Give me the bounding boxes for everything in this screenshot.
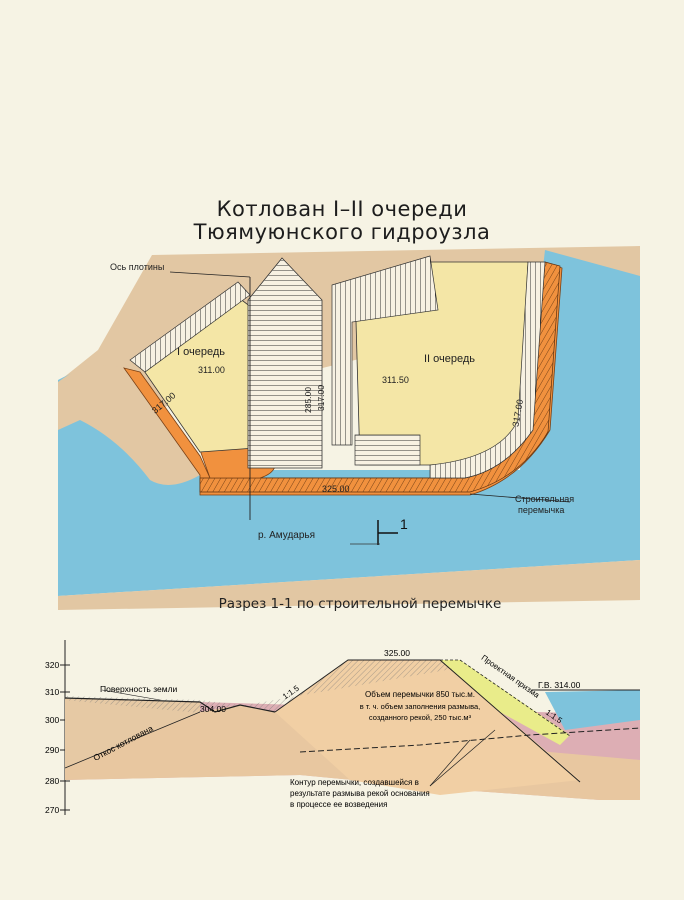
water-level-label: Г.В. 314.00 — [538, 680, 581, 690]
section-title: Разрез 1-1 по строительной перемычке — [218, 596, 502, 612]
contour-leader-1 — [429, 739, 471, 787]
ground-leader — [101, 689, 161, 701]
central-strip — [247, 257, 323, 469]
section-contour-dashed — [299, 727, 641, 753]
cofferdam-label-line1: Строительная — [515, 494, 575, 504]
section-prism-outline — [440, 659, 571, 737]
plan-river — [58, 250, 640, 596]
y-tick-300: 300 — [45, 715, 60, 725]
dam-axis-label: Ось плотины — [110, 262, 165, 272]
dam-axis-leader — [169, 271, 251, 278]
river-label: р. Амударья — [258, 530, 316, 541]
inner-berm — [354, 434, 421, 466]
y-tick-320: 320 — [45, 660, 60, 670]
contour-line-3: в процессе ее возведения — [290, 800, 388, 809]
contour-line-1: Контур перемычки, создавшейся в — [290, 778, 419, 787]
y-tick-270: 270 — [45, 805, 60, 815]
mark-311-50: 311.50 — [382, 375, 409, 385]
plan-left-bank — [58, 365, 200, 485]
y-tick-290: 290 — [45, 745, 60, 755]
cofferdam-label-line2: перемычка — [518, 505, 565, 515]
section-water — [545, 690, 640, 730]
volume-line-2: в т. ч. объем заполнения размыва, — [359, 702, 481, 711]
ground-surface-label: Поверхность земли — [100, 684, 178, 694]
section-ground-profile — [64, 697, 276, 713]
mark-311-00: 311.00 — [198, 365, 225, 375]
plan-river-bank — [58, 560, 640, 610]
contour-leader-2 — [429, 729, 496, 787]
contour-line-2: результате размыва рекой основания — [290, 789, 430, 798]
section-marker: 1 — [400, 516, 408, 532]
section-pit-line — [64, 711, 201, 769]
section-soil-left — [65, 698, 200, 768]
volume-line-1: Объем перемычки 850 тыс.м. — [365, 690, 475, 699]
cofferdam-leader — [469, 493, 571, 503]
diagram-subtitle: Тюямуюнского гидроузла — [193, 220, 491, 244]
mark-top-325: 325.00 — [384, 648, 410, 658]
section-cofferdam-body — [275, 660, 580, 795]
section-ground-hatch — [65, 660, 452, 713]
y-tick-280: 280 — [45, 776, 60, 786]
section-design-prism — [440, 660, 570, 745]
stage2-label: II очередь — [424, 353, 476, 365]
slope-stage2-curve — [429, 261, 546, 479]
stage1-label: I очередь — [177, 346, 225, 358]
diagram-title: Котлован I–II очереди — [216, 197, 468, 221]
mark-304: 304.00 — [200, 704, 226, 714]
y-tick-310: 310 — [45, 687, 60, 697]
volume-line-3: созданного рекой, 250 тыс.м³ — [368, 713, 472, 722]
slope-stage2 — [331, 255, 439, 446]
mark-325: 325.00 — [322, 484, 350, 494]
section-cofferdam-outline — [274, 659, 581, 783]
